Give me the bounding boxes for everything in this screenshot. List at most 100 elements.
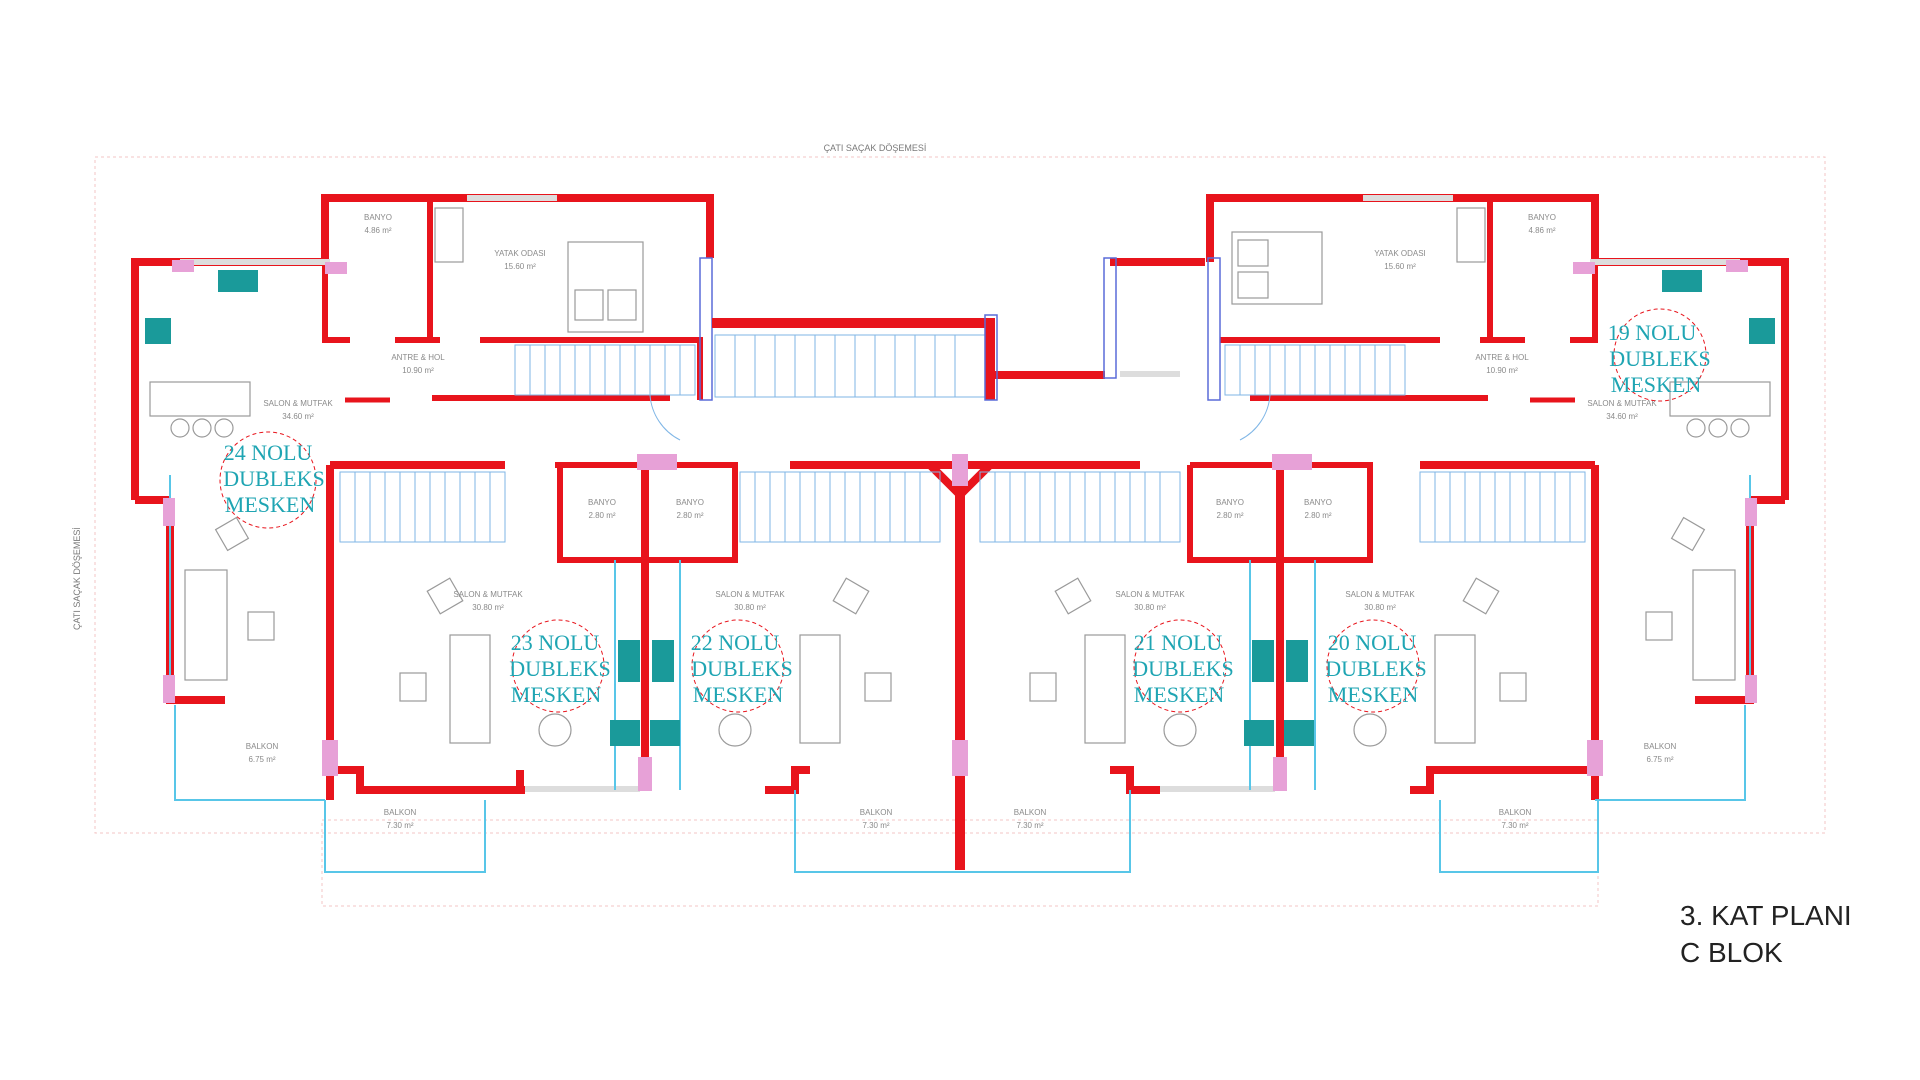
- center-walls: [326, 461, 1599, 870]
- unit-label-19-l3: MESKEN: [1611, 372, 1702, 397]
- coffee-table: [247, 611, 275, 641]
- unit-marker-21: [1133, 619, 1227, 713]
- armchair: [1462, 577, 1500, 615]
- shaft-outline: [614, 560, 681, 790]
- balcony-rail: [174, 705, 325, 801]
- room-area: 2.80 m²: [1216, 511, 1243, 520]
- room-name: BANYO: [1528, 213, 1556, 222]
- unit-marker-19: [1613, 308, 1707, 402]
- unit-label-23-l3: MESKEN: [511, 682, 602, 707]
- coffee-table: [399, 672, 427, 702]
- roof-side-label: ÇATI SAÇAK DÖŞEMESİ: [72, 527, 82, 630]
- column: [1726, 260, 1748, 272]
- room-area: 7.30 m²: [386, 821, 413, 830]
- armchair: [426, 577, 464, 615]
- bar-stool: [1686, 418, 1706, 438]
- room-area: 10.90 m²: [1486, 366, 1518, 375]
- unit-label-22-l3: MESKEN: [693, 682, 784, 707]
- unit-label-24-l2: DUBLEKS: [223, 466, 324, 491]
- room-area: 2.80 m²: [588, 511, 615, 520]
- balcony-rail: [1439, 800, 1599, 873]
- unit-label-19-l2: DUBLEKS: [1609, 346, 1710, 371]
- unit-label-19-l1: 19 NOLU: [1608, 320, 1697, 345]
- staircase-core: [714, 334, 986, 398]
- bed: [567, 241, 644, 333]
- room-name: YATAK ODASI: [1374, 249, 1426, 258]
- column: [1745, 498, 1757, 526]
- room-area: 2.80 m²: [1304, 511, 1331, 520]
- window: [180, 259, 330, 265]
- kitchen-counter: [1662, 270, 1702, 292]
- armchair: [1054, 577, 1092, 615]
- coffee-table: [864, 672, 892, 702]
- room-area: 30.80 m²: [1364, 603, 1396, 612]
- room-name: BANYO: [676, 498, 704, 507]
- unit-label-24-l1: 24 NOLU: [224, 440, 313, 465]
- kitchen-island: [149, 381, 251, 417]
- room-name: SALON & MUTFAK: [1345, 590, 1415, 599]
- dining-table: [718, 713, 752, 747]
- room-name: ANTRE & HOL: [391, 353, 445, 362]
- room-name: YATAK ODASI: [494, 249, 546, 258]
- unit-label-22-l2: DUBLEKS: [691, 656, 792, 681]
- kitchen-counter: [652, 640, 674, 682]
- column: [1272, 454, 1312, 470]
- room-area: 4.86 m²: [1528, 226, 1555, 235]
- bar-stool: [1730, 418, 1750, 438]
- unit-label-20-l1: 20 NOLU: [1328, 630, 1417, 655]
- armchair: [214, 516, 250, 552]
- stair-wall-hatch: [1103, 257, 1117, 379]
- bar-stool: [192, 418, 212, 438]
- room-name: BALKON: [1499, 808, 1532, 817]
- room-area: 10.90 m²: [402, 366, 434, 375]
- sofa: [1434, 634, 1476, 744]
- unit-marker-22: [691, 619, 785, 713]
- room-area: 7.30 m²: [1016, 821, 1043, 830]
- sofa: [1692, 569, 1736, 681]
- kitchen-counter: [618, 640, 640, 682]
- room-name: BALKON: [384, 808, 417, 817]
- kitchen-counter: [650, 720, 680, 746]
- staircase-left: [514, 344, 696, 441]
- room-name: SALON & MUTFAK: [715, 590, 785, 599]
- unit-marker-20: [1326, 619, 1420, 713]
- staircase-center: [339, 471, 1586, 543]
- unit-label-20-l3: MESKEN: [1328, 682, 1419, 707]
- room-name: BALKON: [246, 742, 279, 751]
- room-area: 2.80 m²: [676, 511, 703, 520]
- bar-stool: [1708, 418, 1728, 438]
- wardrobe: [434, 207, 464, 263]
- room-name: BANYO: [588, 498, 616, 507]
- room-area: 7.30 m²: [1501, 821, 1528, 830]
- window: [1120, 371, 1180, 377]
- unit-label-20-l2: DUBLEKS: [1325, 656, 1426, 681]
- room-area: 34.60 m²: [282, 412, 314, 421]
- dining-table: [538, 713, 572, 747]
- dining-table: [1163, 713, 1197, 747]
- coffee-table: [1499, 672, 1527, 702]
- column: [952, 740, 968, 776]
- kitchen-counter: [1284, 720, 1314, 746]
- column: [325, 262, 347, 274]
- stair-wall-hatch: [699, 257, 713, 401]
- plan-title-line1: 3. KAT PLANI: [1680, 900, 1852, 931]
- room-area: 30.80 m²: [472, 603, 504, 612]
- stair-wall-hatch: [984, 314, 998, 401]
- bed-pillow: [607, 289, 637, 321]
- column: [322, 740, 338, 776]
- column: [172, 260, 194, 272]
- balcony-rail: [960, 790, 1131, 873]
- room-name: SALON & MUTFAK: [263, 399, 333, 408]
- kitchen-counter: [610, 720, 640, 746]
- bed: [1231, 231, 1323, 305]
- plan-title-line2: C BLOK: [1680, 937, 1783, 968]
- bar-stool: [214, 418, 234, 438]
- column: [163, 498, 175, 526]
- column: [1273, 757, 1287, 791]
- room-area: 15.60 m²: [1384, 262, 1416, 271]
- room-area: 7.30 m²: [862, 821, 889, 830]
- bar-stool: [170, 418, 190, 438]
- bed-pillow: [1237, 239, 1269, 267]
- room-area: 4.86 m²: [364, 226, 391, 235]
